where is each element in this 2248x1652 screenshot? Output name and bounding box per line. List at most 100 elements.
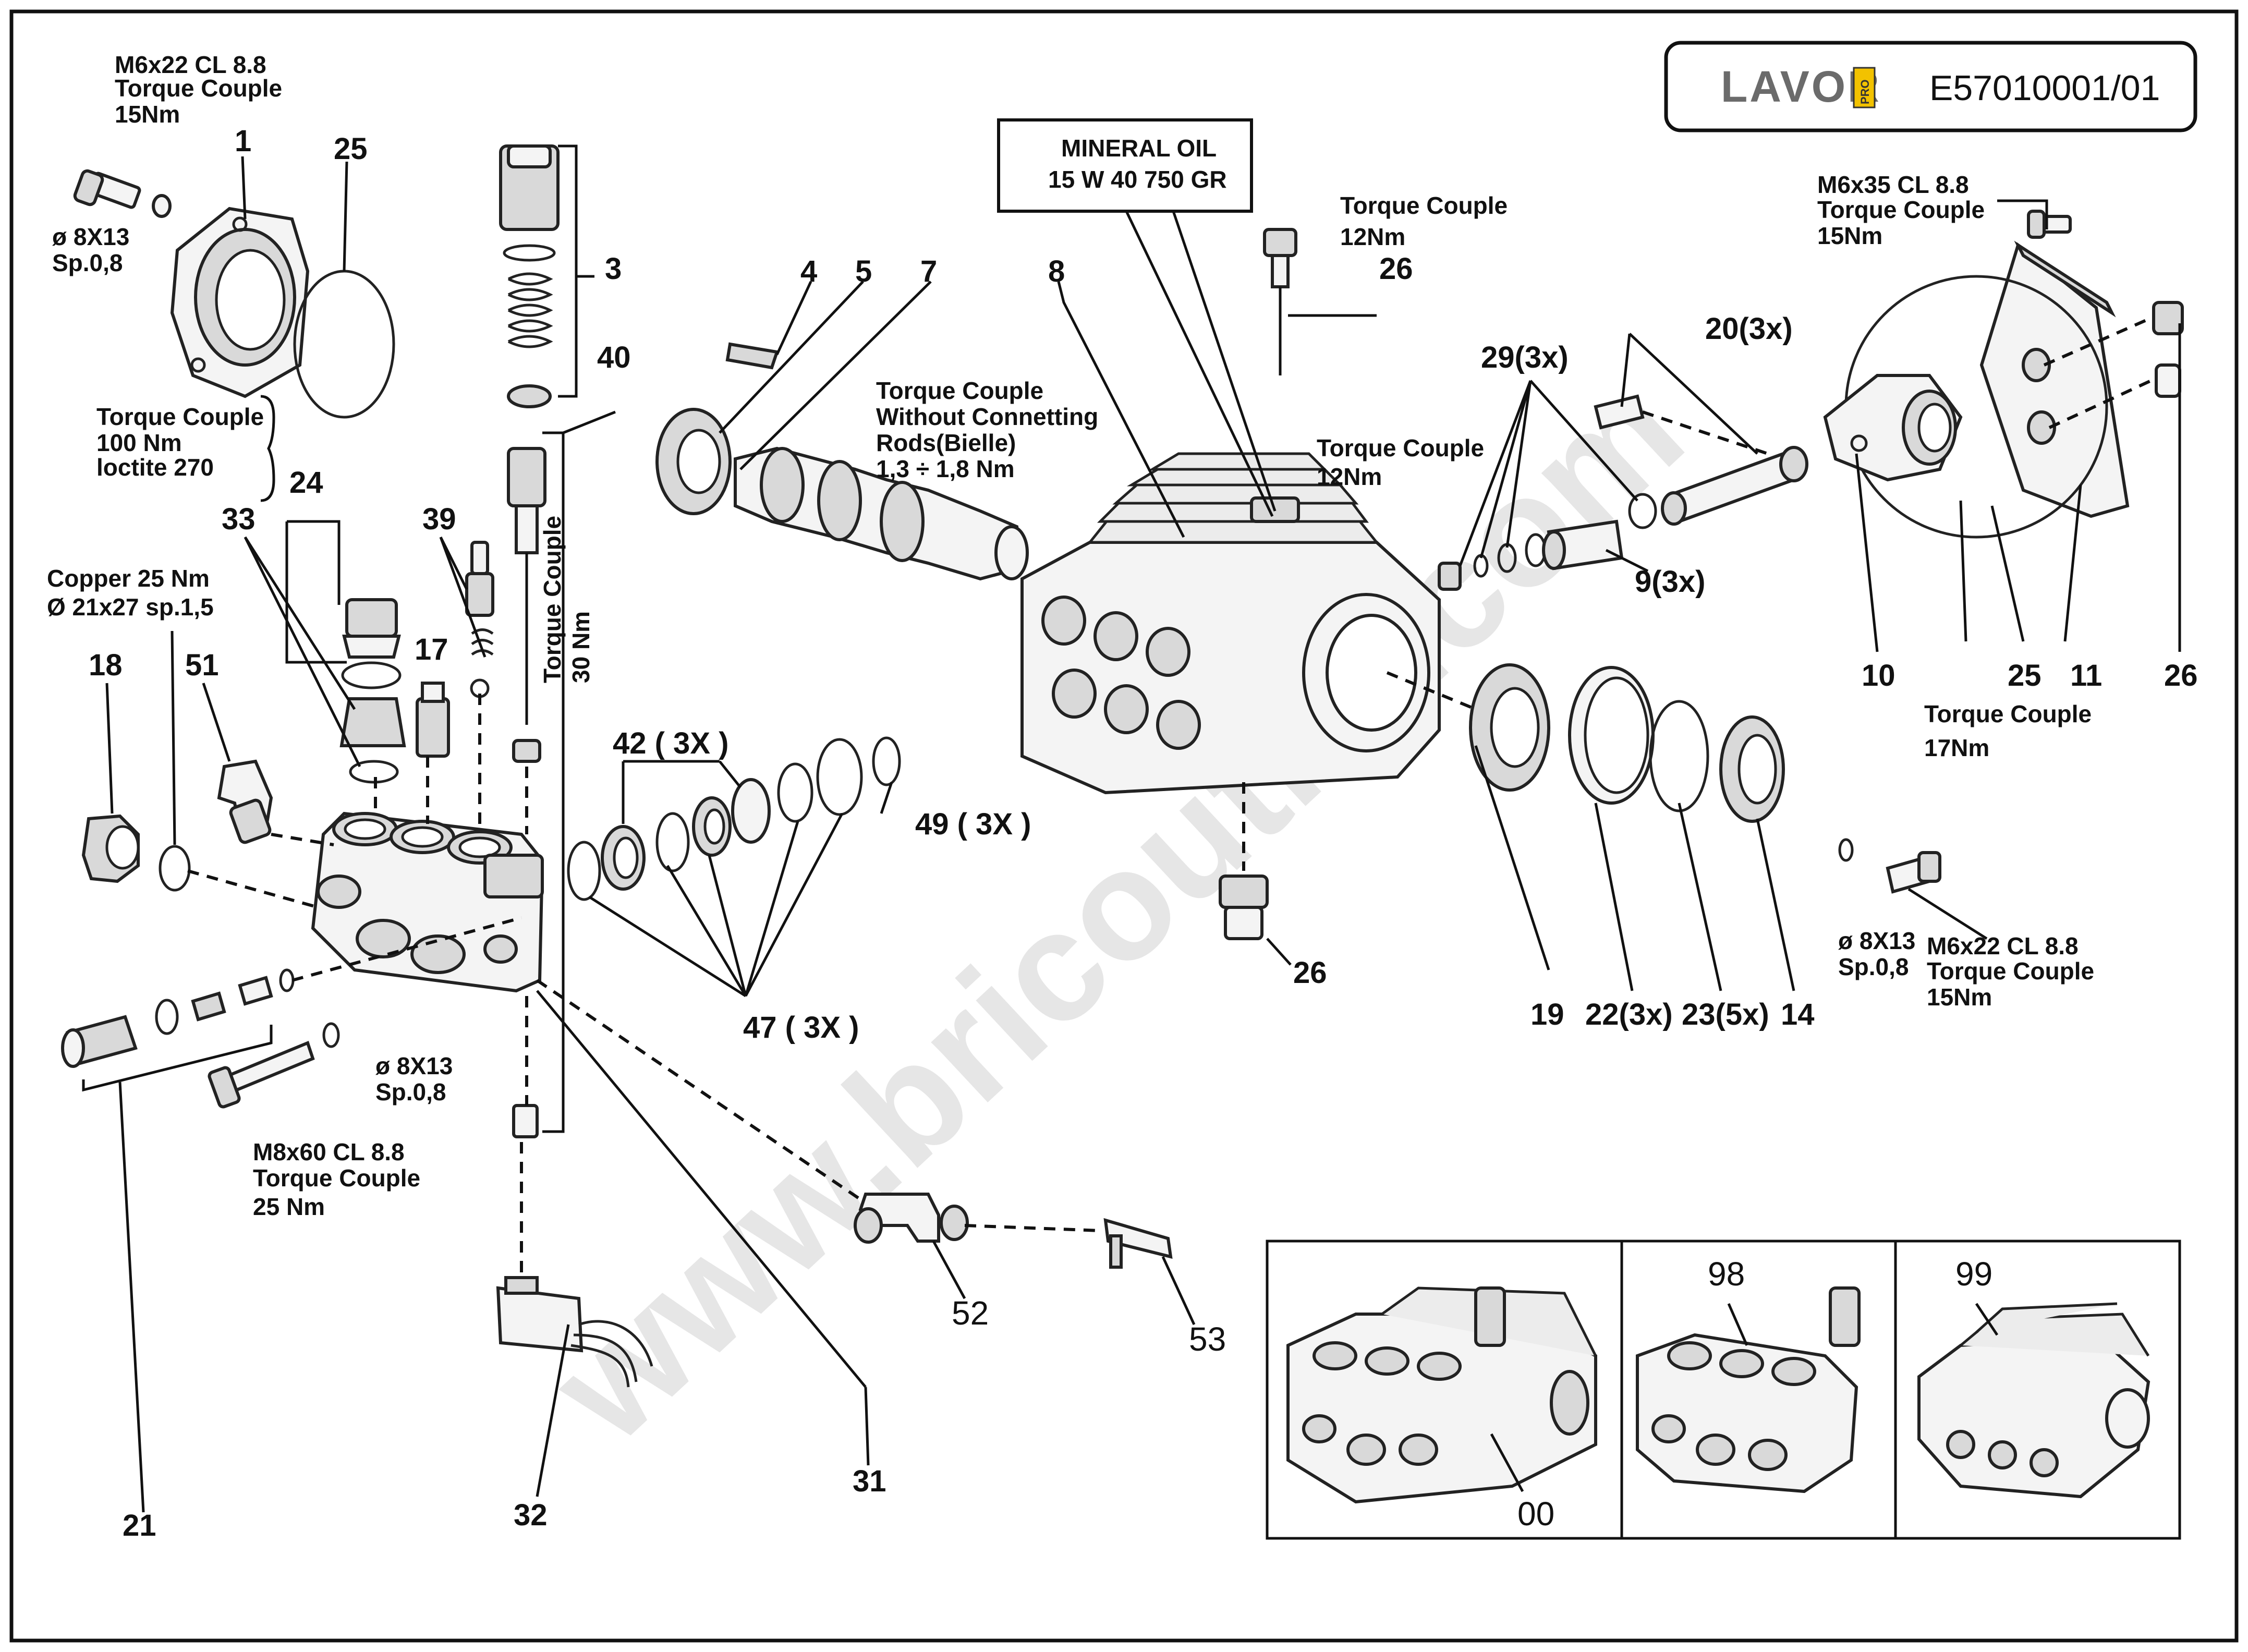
- part-7-crankshaft: [734, 446, 1029, 581]
- part-number-19: 19: [1530, 998, 1564, 1031]
- part-number-14: 14: [1781, 998, 1815, 1031]
- part-5-bearing: [655, 408, 732, 515]
- note-bolt-m6x22-torque-value: 15Nm: [115, 101, 180, 128]
- note-bolt-m6x22-right-torque-value: 15Nm: [1927, 983, 1992, 1011]
- note-washer-top-left-size: ø 8X13: [52, 223, 129, 250]
- part-23-shim: [1649, 700, 1709, 812]
- part-number-7: 7: [920, 254, 937, 288]
- note-bolt-m6x35-torque-value: 15Nm: [1817, 222, 1882, 249]
- note-part24-loctite: loctite 270: [96, 454, 214, 481]
- inset-assemblies-panel: [1266, 1240, 2181, 1540]
- note-bolt-m6x22-torque-label: Torque Couple: [115, 75, 282, 102]
- note-crankshaft-conrods: Rods(Bielle): [876, 429, 1016, 456]
- note-bolt-m6x22-spec: M6x22 CL 8.8: [115, 51, 266, 78]
- note-crankshaft-torque-condition: Without Connetting: [876, 403, 1098, 430]
- part-number-98: 98: [1708, 1255, 1745, 1293]
- case-lead-line: [1057, 281, 1185, 538]
- assembly-dash-lines-left: [187, 694, 1101, 1272]
- part-number-53: 53: [1189, 1320, 1226, 1358]
- note-part24-brace: [260, 395, 275, 502]
- note-washer-bottom-size: ø 8X13: [375, 1052, 453, 1079]
- part-3-valve-stack: [499, 144, 594, 408]
- part-33-valve: [244, 536, 406, 784]
- part-32-pressure-switch: [496, 1276, 653, 1497]
- note-washer-bottom-thickness: Sp.0,8: [375, 1078, 446, 1106]
- part-8-crankcase: [1020, 452, 1441, 795]
- rear-lead-lines: [1855, 323, 2181, 652]
- brand-logo-sub: PRO: [1858, 79, 1872, 104]
- part-39-fitting: [439, 536, 494, 698]
- note-piston-torque-value: 12Nm: [1317, 463, 1382, 490]
- note-part40-torque-label: Torque Couple: [539, 516, 566, 683]
- part-number-26-rear: 26: [2164, 659, 2198, 693]
- note-bolt-m8x60-torque-label: Torque Couple: [253, 1164, 420, 1192]
- part-number-52: 52: [952, 1294, 989, 1332]
- part-number-26-drain: 26: [1293, 956, 1327, 990]
- part-10-conrod: [1823, 374, 1963, 482]
- seals-lead-lines: [588, 760, 893, 998]
- part-53-valve: [1103, 1218, 1173, 1269]
- note-piston-torque-label: Torque Couple: [1317, 434, 1484, 461]
- right-lead-lines: [1474, 745, 1795, 991]
- part-number-9: 9(3x): [1635, 565, 1705, 599]
- crank-lead-lines: [719, 281, 932, 470]
- note-rear-cover-torque-value: 17Nm: [1924, 734, 1989, 761]
- part-26-drain-plug: [1219, 874, 1269, 940]
- note-part24-torque-value: 100 Nm: [96, 429, 182, 456]
- note-copper-washer-size: Ø 21x27 sp.1,5: [47, 593, 214, 621]
- note-washer-top-left-thickness: Sp.0,8: [52, 249, 123, 276]
- part-number-17: 17: [415, 633, 448, 666]
- part-40-valve-rod: [507, 410, 616, 1138]
- part-17-valve: [416, 682, 450, 758]
- part-number-25-rear: 25: [2008, 659, 2042, 693]
- part-18-plug: [81, 814, 140, 883]
- copper-washer: [159, 845, 191, 892]
- part-14-oil-seal: [1719, 715, 1785, 823]
- brand-logo-badge: [1853, 67, 1876, 108]
- part-22-ring: [1568, 666, 1655, 805]
- part-number-29: 29(3x): [1481, 341, 1569, 374]
- note-bolt-m8x60-torque-value: 25 Nm: [253, 1193, 325, 1220]
- part-number-39: 39: [422, 502, 456, 536]
- part-number-18: 18: [89, 648, 123, 682]
- note-dipstick-torque-value: 12Nm: [1340, 223, 1405, 250]
- part-number-51: 51: [185, 648, 219, 682]
- note-bolt-m6x22-right-torque-label: Torque Couple: [1927, 957, 2094, 985]
- part-number-20: 20(3x): [1705, 312, 1793, 346]
- note-mineral-oil-type: MINERAL OIL: [1061, 135, 1217, 162]
- right-dash-center: [1386, 671, 1477, 711]
- note-part24-torque-label: Torque Couple: [96, 403, 264, 430]
- part-11-rear-cover: [1979, 240, 2130, 518]
- brand-logo: LAVOR: [1721, 62, 1881, 111]
- part-number-23: 23(5x): [1682, 998, 1769, 1031]
- mineral-oil-box: [997, 118, 1277, 517]
- part-26-dipstick: [1263, 228, 1377, 375]
- part-1-flange-cover: [170, 207, 310, 398]
- note-bolt-m8x60-spec: M8x60 CL 8.8: [253, 1138, 405, 1165]
- part-number-24: 24: [289, 466, 323, 500]
- part-number-42: 42 ( 3X ): [613, 726, 728, 760]
- part-number-32: 32: [514, 1498, 548, 1532]
- part-52-tee: [854, 1193, 969, 1244]
- bolt-m6x22-top-left: [73, 169, 172, 218]
- part-4-key: [725, 342, 779, 370]
- plugs-26-right: [2152, 301, 2184, 398]
- piston-dash: [1642, 410, 1768, 455]
- part-number-1: 1: [235, 124, 251, 158]
- pump-manifold-head: [311, 811, 544, 993]
- part-number-47: 47 ( 3X ): [743, 1011, 859, 1044]
- part-19-bearing: [1469, 663, 1550, 792]
- part-number-99: 99: [1955, 1255, 1992, 1293]
- part-21-outlet-group: [61, 968, 295, 1513]
- part-number-3: 3: [605, 252, 622, 286]
- part-number-4: 4: [800, 254, 817, 288]
- note-crankshaft-torque-range: 1,3 ÷ 1,8 Nm: [876, 455, 1015, 482]
- part-number-22: 22(3x): [1585, 998, 1673, 1031]
- note-crankshaft-torque-label: Torque Couple: [876, 377, 1043, 404]
- note-washer-right-size: ø 8X13: [1838, 927, 1915, 954]
- diagram-code: E57010001/01: [1929, 68, 2160, 108]
- piston-lead-lines: [1459, 333, 1758, 573]
- seal-rings-group: [567, 736, 901, 901]
- part-number-5: 5: [855, 254, 872, 288]
